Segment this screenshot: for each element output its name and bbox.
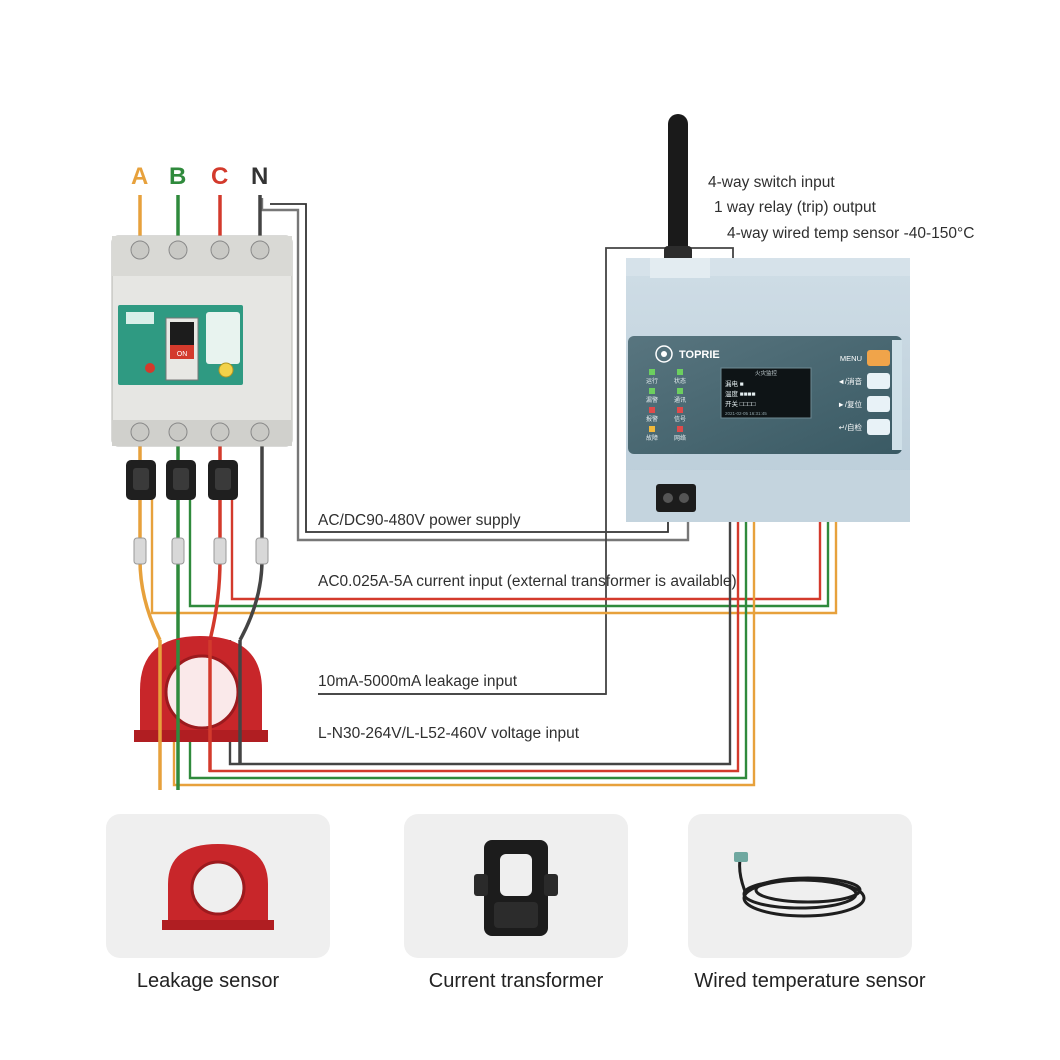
device-button[interactable] — [867, 396, 890, 412]
screen-row-1: 漏电 ■ — [725, 379, 744, 388]
lcd-screen — [720, 367, 812, 419]
screen-title: 火灾监控 — [755, 369, 778, 377]
status-led-label: 状态 — [674, 377, 686, 385]
status-led — [677, 369, 683, 375]
current-input-label: AC0.025A-5A current input (external tran… — [318, 573, 737, 590]
status-led — [677, 388, 683, 394]
temperature-sensor-caption: Wired temperature sensor — [694, 970, 926, 992]
status-led — [649, 407, 655, 413]
leakage-ring — [134, 636, 268, 742]
device-buttons: MENU ◄/消音 ►/复位 ↵/自检 — [837, 350, 890, 435]
phase-label-a: A — [131, 163, 149, 190]
screen-footer: 2021-02-05 16:31:45 — [725, 411, 767, 416]
status-led-label: 运行 — [646, 377, 658, 385]
wireless-icon — [655, 345, 673, 363]
circuit-breaker: ON — [111, 235, 293, 447]
status-led-label: 通讯 — [674, 396, 686, 404]
leakage-sensor-caption: Leakage sensor — [136, 970, 280, 992]
temperature-sensor-icon — [734, 852, 866, 918]
current-transformer-caption: Current transformer — [428, 970, 604, 992]
phase-label-c: C — [211, 163, 229, 190]
power-supply-label: AC/DC90-480V power supply — [318, 512, 521, 529]
status-led — [677, 426, 683, 432]
device-button-label: MENU — [840, 354, 862, 363]
current-transformer-card — [404, 814, 628, 958]
power-terminal — [656, 484, 696, 512]
status-led-label: 漏警 — [646, 396, 658, 404]
leakage-sensor-icon — [162, 844, 274, 930]
voltage-input-label: L-N30-264V/L-L52-460V voltage input — [318, 725, 580, 742]
status-led — [677, 407, 683, 413]
device-button[interactable] — [867, 373, 890, 389]
phase-label-n: N — [251, 163, 269, 190]
antenna-icon — [668, 114, 688, 274]
leakage-sensor-card — [106, 814, 330, 958]
device-button-label: ►/复位 — [837, 399, 862, 409]
wire-connectors — [133, 537, 269, 565]
screen-row-3: 开关 □□□□ — [725, 399, 756, 408]
status-led — [649, 426, 655, 432]
temperature-sensor-card — [688, 814, 912, 958]
phase-label-b: B — [169, 163, 187, 190]
device-button[interactable] — [867, 419, 890, 435]
relay-output-label: 1 way relay (trip) output — [714, 199, 876, 216]
screen-row-2: 温度 ■■■■ — [725, 389, 756, 398]
status-led-label: 网络 — [674, 434, 686, 442]
switch-input-label: 4-way switch input — [708, 174, 835, 191]
brand-logo: TOPRIE — [679, 349, 720, 361]
current-transformer-icon — [474, 840, 558, 936]
device-button[interactable] — [867, 350, 890, 366]
breaker-on-label: ON — [177, 351, 188, 358]
clip-current-transformers — [126, 460, 238, 500]
status-led-label: 信号 — [674, 415, 686, 423]
status-led — [649, 369, 655, 375]
wires — [138, 195, 838, 787]
status-led-label: 报警 — [646, 415, 658, 423]
status-led-label: 故障 — [646, 434, 658, 442]
temp-sensor-label: 4-way wired temp sensor -40-150°C — [727, 225, 975, 242]
status-led — [649, 388, 655, 394]
device-button-label: ◄/消音 — [837, 376, 862, 386]
leakage-input-label: 10mA-5000mA leakage input — [318, 673, 518, 690]
device-button-label: ↵/自检 — [839, 422, 863, 432]
